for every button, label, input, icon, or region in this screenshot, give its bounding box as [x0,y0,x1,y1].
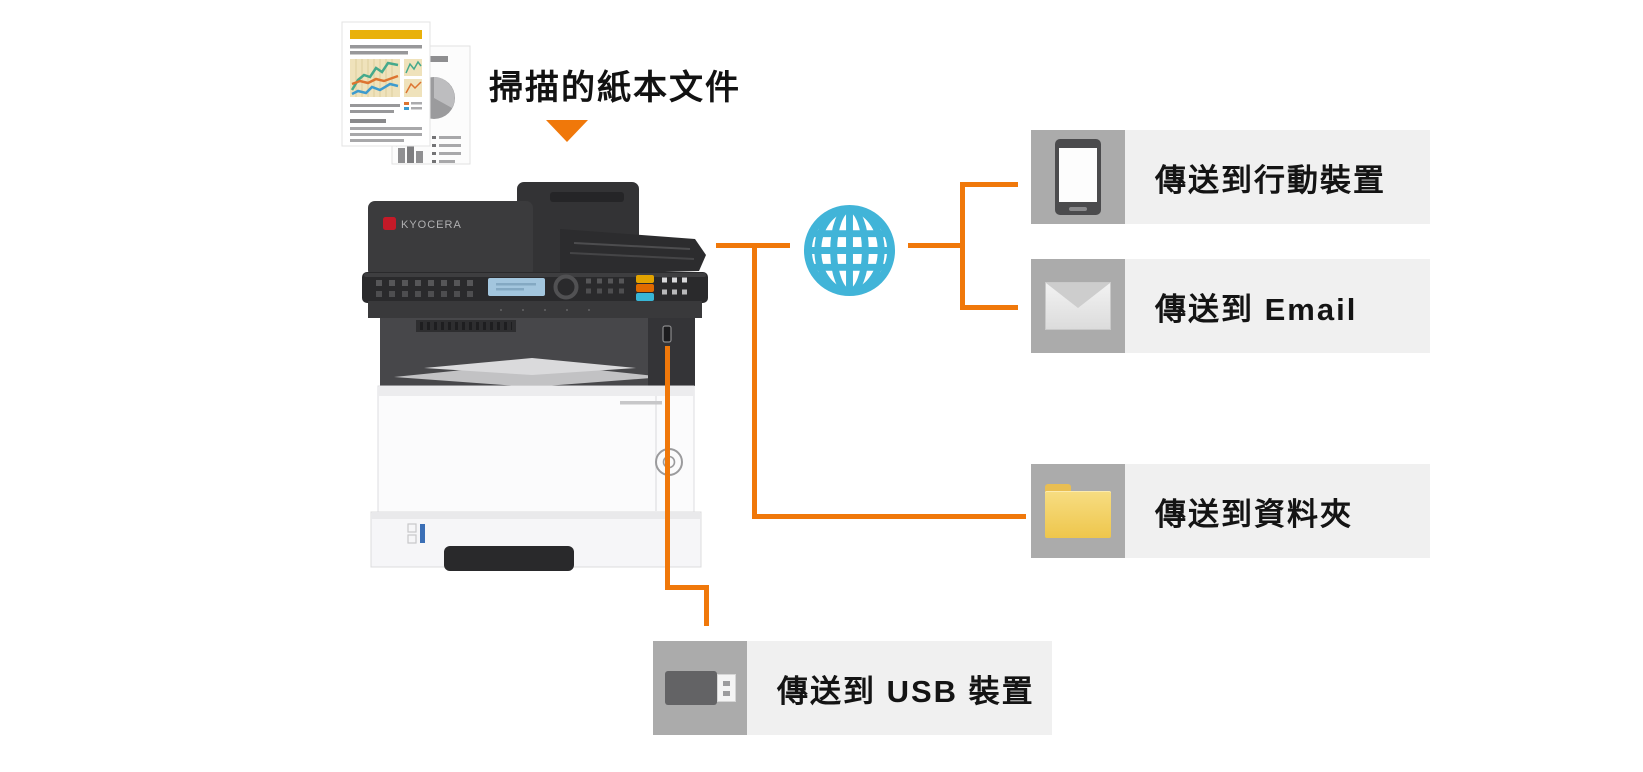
destination-row-folder: 傳送到資料夾 [1031,464,1430,558]
usb-pin [722,680,730,686]
connector-folder-vertical [752,243,757,519]
smartphone-icon [1055,139,1101,215]
panel-button-orange [636,284,654,292]
destination-label-usb: 傳送到 USB 裝置 [747,641,1052,735]
destination-row-usb: 傳送到 USB 裝置 [653,641,1052,735]
usb-port [662,325,672,343]
printer-model-label [620,401,662,405]
printer-lcd [488,278,545,296]
panel-nav-dial [553,274,579,300]
destination-label-mobile: 傳送到行動裝置 [1125,130,1430,224]
printer-mid-section [380,318,695,387]
document-front-page [341,21,431,147]
destination-row-email: 傳送到 Email [1031,259,1430,353]
folder-body [1045,491,1111,538]
tray-handle [444,546,574,571]
folder-icon-tile [1031,464,1125,558]
envelope-icon-tile [1031,259,1125,353]
printer-body [377,385,695,513]
smartphone-home-bar [1069,207,1087,211]
panel-button-yellow [636,275,654,283]
printer-paper-tray [370,511,702,571]
usb-drive-icon-tile [653,641,747,735]
smartphone-icon-tile [1031,130,1125,224]
envelope-flap [1046,283,1110,308]
destination-label-folder: 傳送到資料夾 [1125,464,1430,558]
connector-usb-drop [704,585,709,626]
connector-usb-vertical [665,346,670,589]
destination-row-mobile: 傳送到行動裝置 [1031,130,1430,224]
down-arrow-icon [546,120,588,142]
scanned-documents-icon [341,21,471,165]
usb-pin [722,690,730,696]
page-title: 掃描的紙本文件 [489,69,741,107]
envelope-icon [1045,282,1111,330]
printer-output-stack [560,229,706,275]
usb-drive-body [664,671,717,705]
kyocera-logo-mark [383,217,396,230]
connector-branch-vertical [960,182,965,310]
kyocera-logo: KYOCERA [383,217,462,231]
folder-icon [1045,484,1111,538]
printer-control-panel [362,272,708,318]
printer-illustration: KYOCERA [362,182,708,571]
usb-drive-icon [664,671,736,705]
connector-usb-horizontal [665,585,709,590]
connector-globe-to-branch [908,243,963,248]
connector-to-mobile [960,182,1018,187]
usb-drive-connector [716,674,736,702]
kyocera-logo-text: KYOCERA [401,219,462,231]
destination-label-email: 傳送到 Email [1125,259,1430,353]
connector-folder-horizontal [752,514,1026,519]
tray-paper-gauge [420,524,425,543]
globe-icon [803,204,896,297]
smartphone-screen [1059,148,1097,202]
connector-to-email [960,305,1018,310]
printer-adf [368,182,706,278]
panel-button-cyan [636,293,654,301]
